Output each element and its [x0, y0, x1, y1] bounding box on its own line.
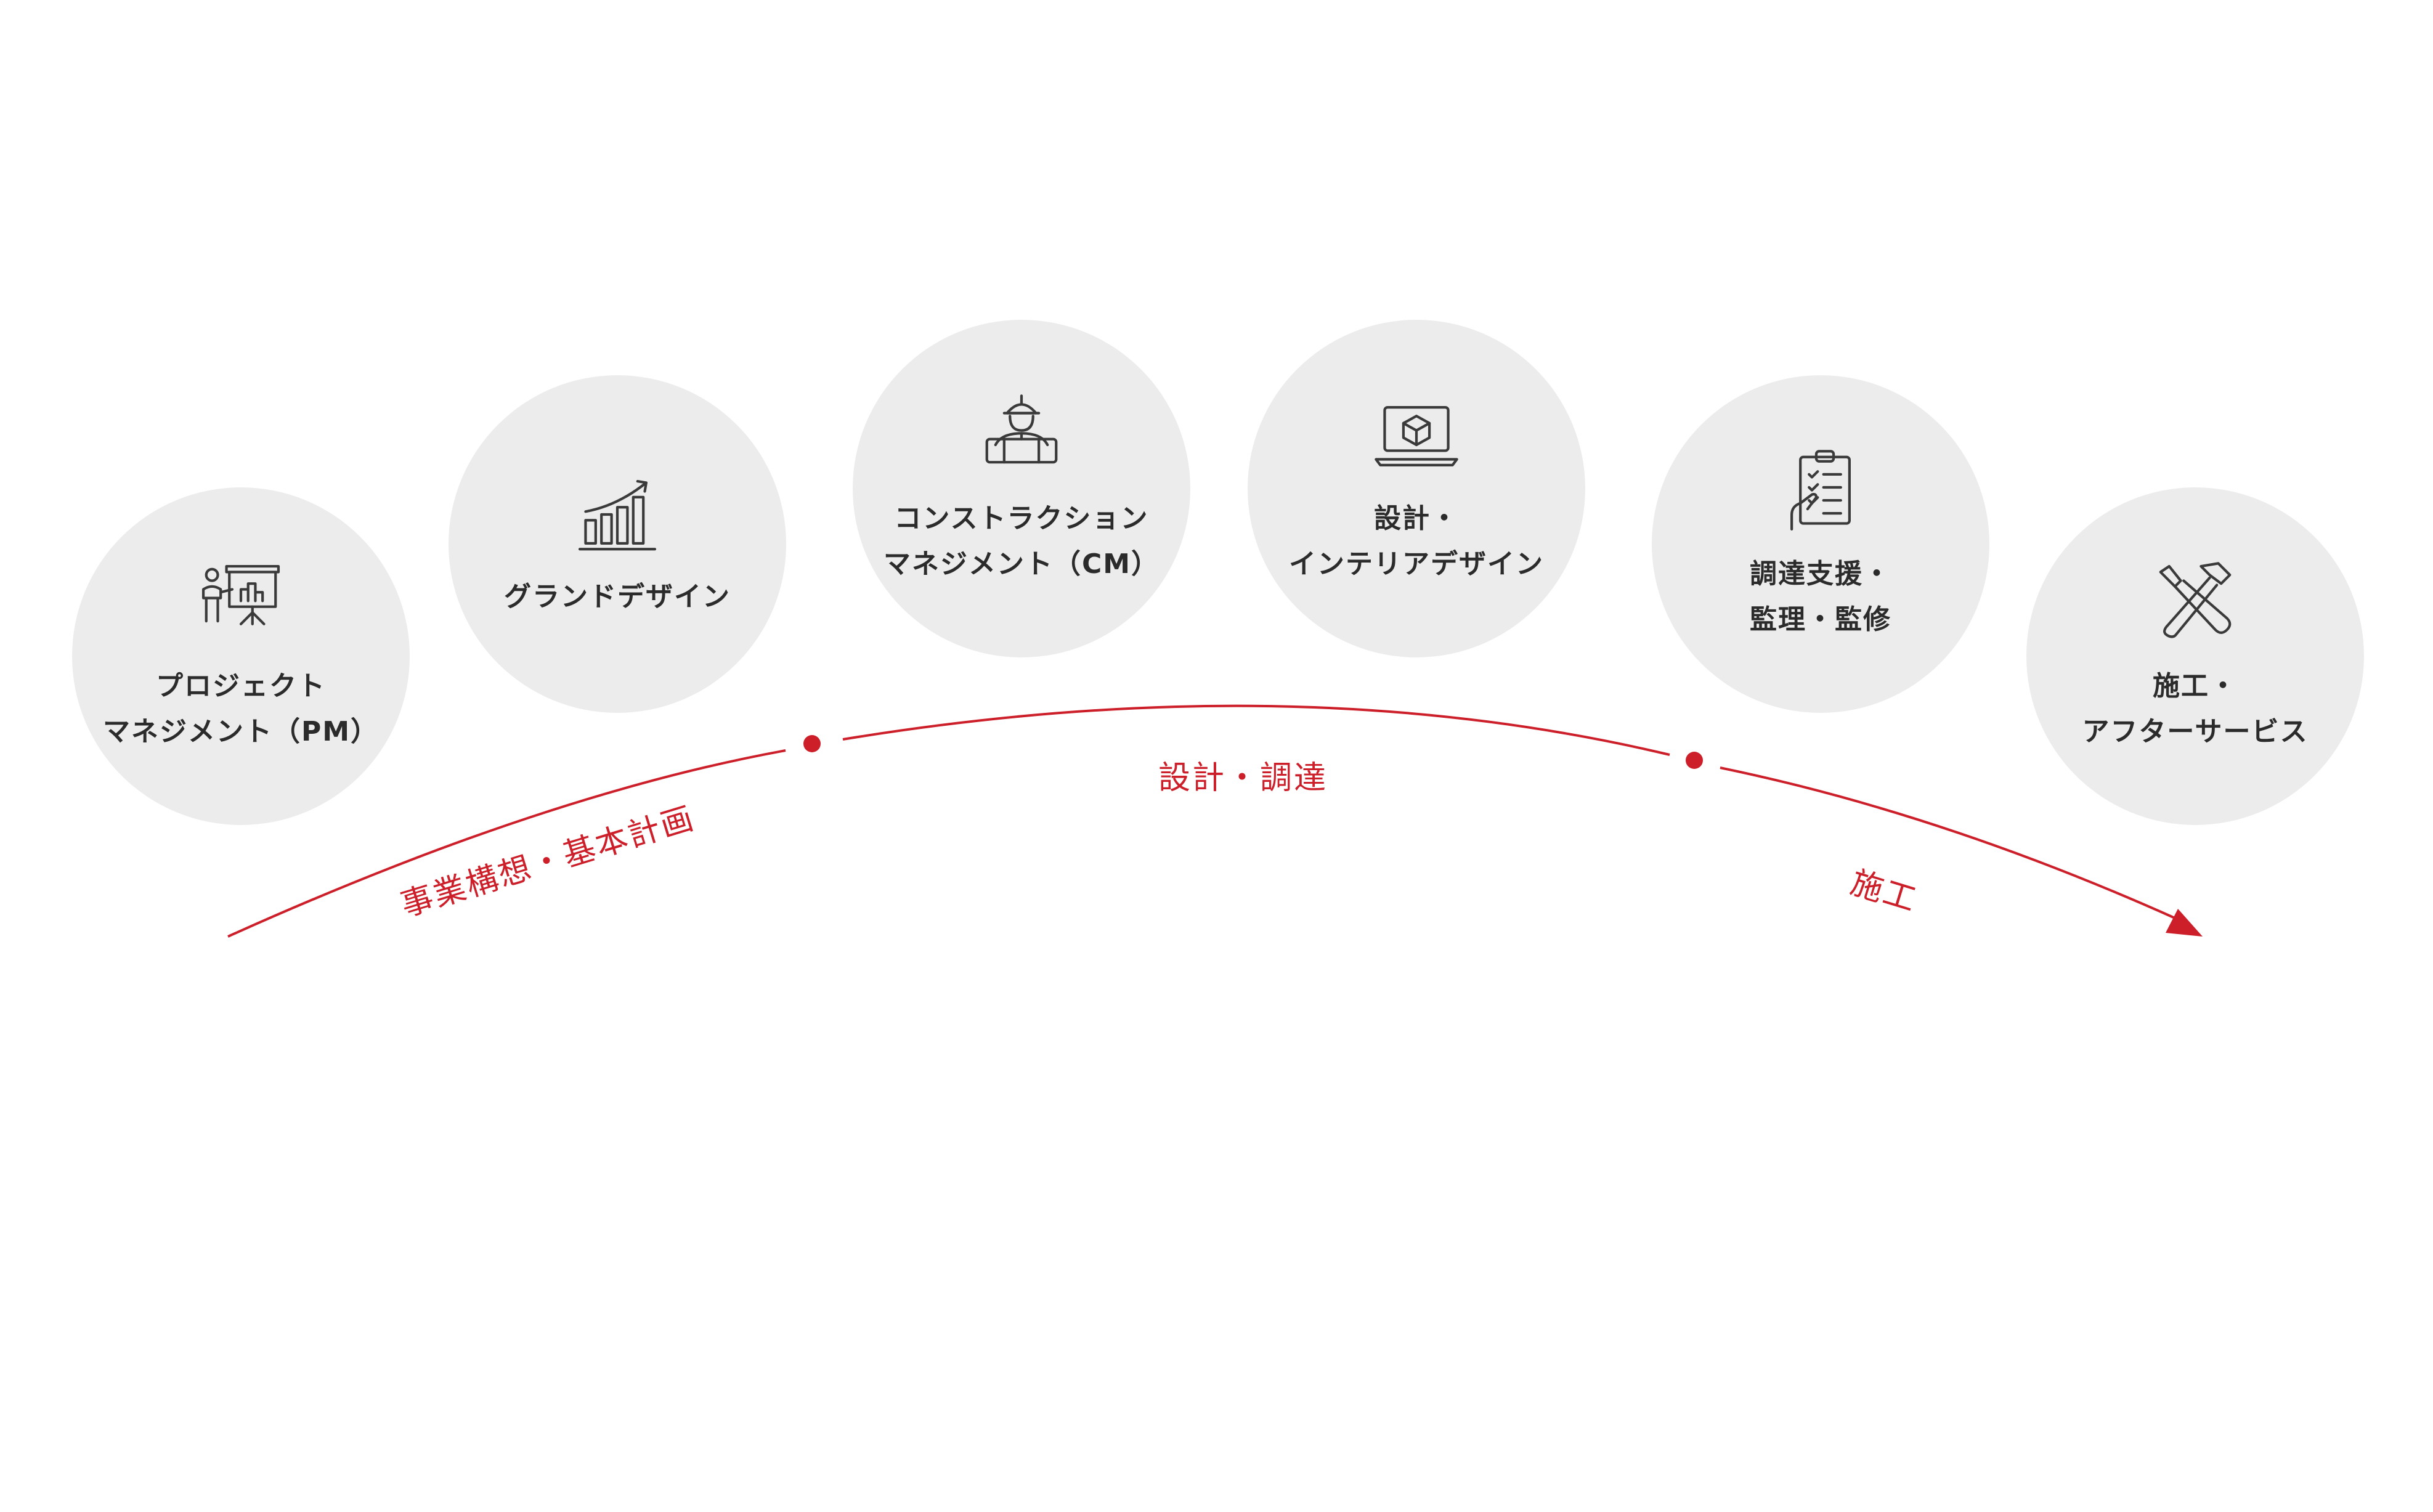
service-label: コンストラクション マネジメント（CM）: [883, 496, 1160, 587]
service-label-line: マネジメント（CM）: [883, 548, 1160, 580]
service-label-line: 施工・: [2153, 670, 2238, 702]
service-design-interior: 設計・ インテリアデザイン: [1248, 320, 1585, 657]
screwdriver-hammer-icon: [2149, 558, 2241, 650]
service-label-line: 調達支援・: [1750, 558, 1891, 590]
milestone-dot-1: [803, 735, 821, 752]
clipboard-checklist-icon: [1774, 445, 1867, 538]
service-label: 設計・ インテリアデザイン: [1289, 496, 1544, 587]
timeline-curve-segment-2: [842, 704, 1670, 756]
service-label-line: 監理・監修: [1750, 604, 1891, 635]
hard-hat-worker-icon: [975, 390, 1068, 482]
service-label-line: プロジェクト: [155, 670, 326, 702]
service-label-line: インテリアデザイン: [1289, 548, 1544, 580]
service-construction-aftercare: 施工・ アフターサービス: [2026, 487, 2364, 825]
presentation-board-icon: [195, 558, 287, 650]
service-label: プロジェクト マネジメント（PM）: [103, 664, 379, 755]
timeline-curve-segment-1: [227, 749, 786, 938]
laptop-cube-icon: [1370, 390, 1463, 482]
bar-chart-growth-icon: [571, 468, 664, 561]
service-procurement-supervision: 調達支援・ 監理・監修: [1652, 375, 1989, 713]
service-label-line: コンストラクション: [894, 503, 1149, 534]
timeline-arrowhead: [2166, 909, 2203, 937]
milestone-dot-2: [1686, 752, 1703, 769]
timeline-curve-segment-3: [1720, 766, 2175, 919]
service-label-line: アフターサービス: [2082, 716, 2309, 747]
phase-label-design-procurement: 設計・調達: [1158, 760, 1328, 797]
service-project-management: プロジェクト マネジメント（PM）: [72, 487, 410, 825]
service-construction-management: コンストラクション マネジメント（CM）: [853, 320, 1190, 657]
service-label-line: 設計・: [1374, 503, 1459, 534]
service-label-line: マネジメント（PM）: [102, 716, 380, 747]
service-label: 施工・ アフターサービス: [2082, 664, 2308, 755]
service-label: 調達支援・ 監理・監修: [1750, 551, 1891, 643]
service-label-line: グランドデザイン: [504, 581, 731, 612]
service-grand-design: グランドデザイン: [449, 375, 786, 713]
service-label: グランドデザイン: [504, 574, 731, 620]
